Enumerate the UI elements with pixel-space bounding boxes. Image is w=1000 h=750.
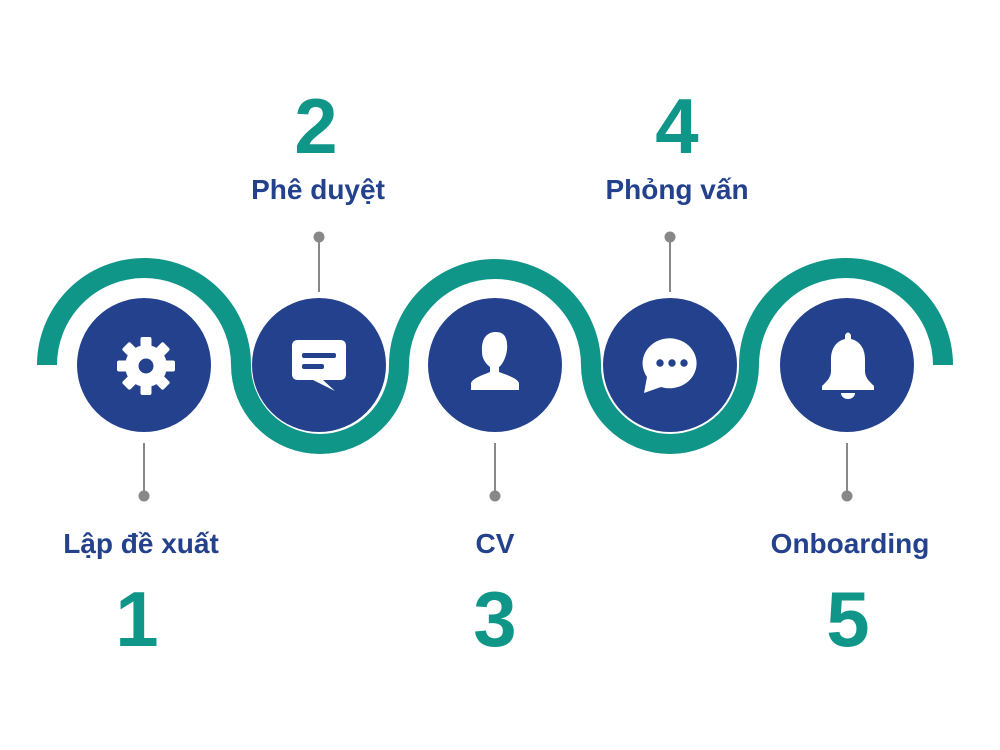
chat-bubble-icon: [642, 338, 697, 393]
step-number-1: 1: [115, 575, 158, 663]
connectors: [138, 231, 853, 502]
step-label-2: Phê duyệt: [251, 174, 385, 205]
connector-dot-2: [313, 231, 325, 243]
bell-icon: [822, 332, 874, 399]
step-label-5: Onboarding: [771, 528, 930, 559]
step-label-1: Lập đề xuất: [63, 528, 219, 559]
step-label-4: Phỏng vấn: [605, 174, 748, 205]
step-number-5: 5: [826, 575, 869, 663]
step-labels: Lập đề xuất Phê duyệt CV Phỏng vấn Onboa…: [63, 174, 929, 559]
connector-dot-1: [138, 490, 150, 502]
gear-icon: [117, 337, 175, 395]
step-icons: [117, 332, 874, 399]
wave-line: [37, 258, 953, 454]
message-icon: [292, 340, 346, 391]
person-icon: [471, 332, 519, 390]
step-number-4: 4: [655, 82, 698, 170]
step-label-3: CV: [476, 528, 515, 559]
connector-dot-4: [664, 231, 676, 243]
connector-dot-3: [489, 490, 501, 502]
connector-dot-5: [841, 490, 853, 502]
step-number-3: 3: [473, 575, 516, 663]
step-number-2: 2: [294, 82, 337, 170]
step-numbers: 1 2 3 4 5: [115, 82, 869, 663]
